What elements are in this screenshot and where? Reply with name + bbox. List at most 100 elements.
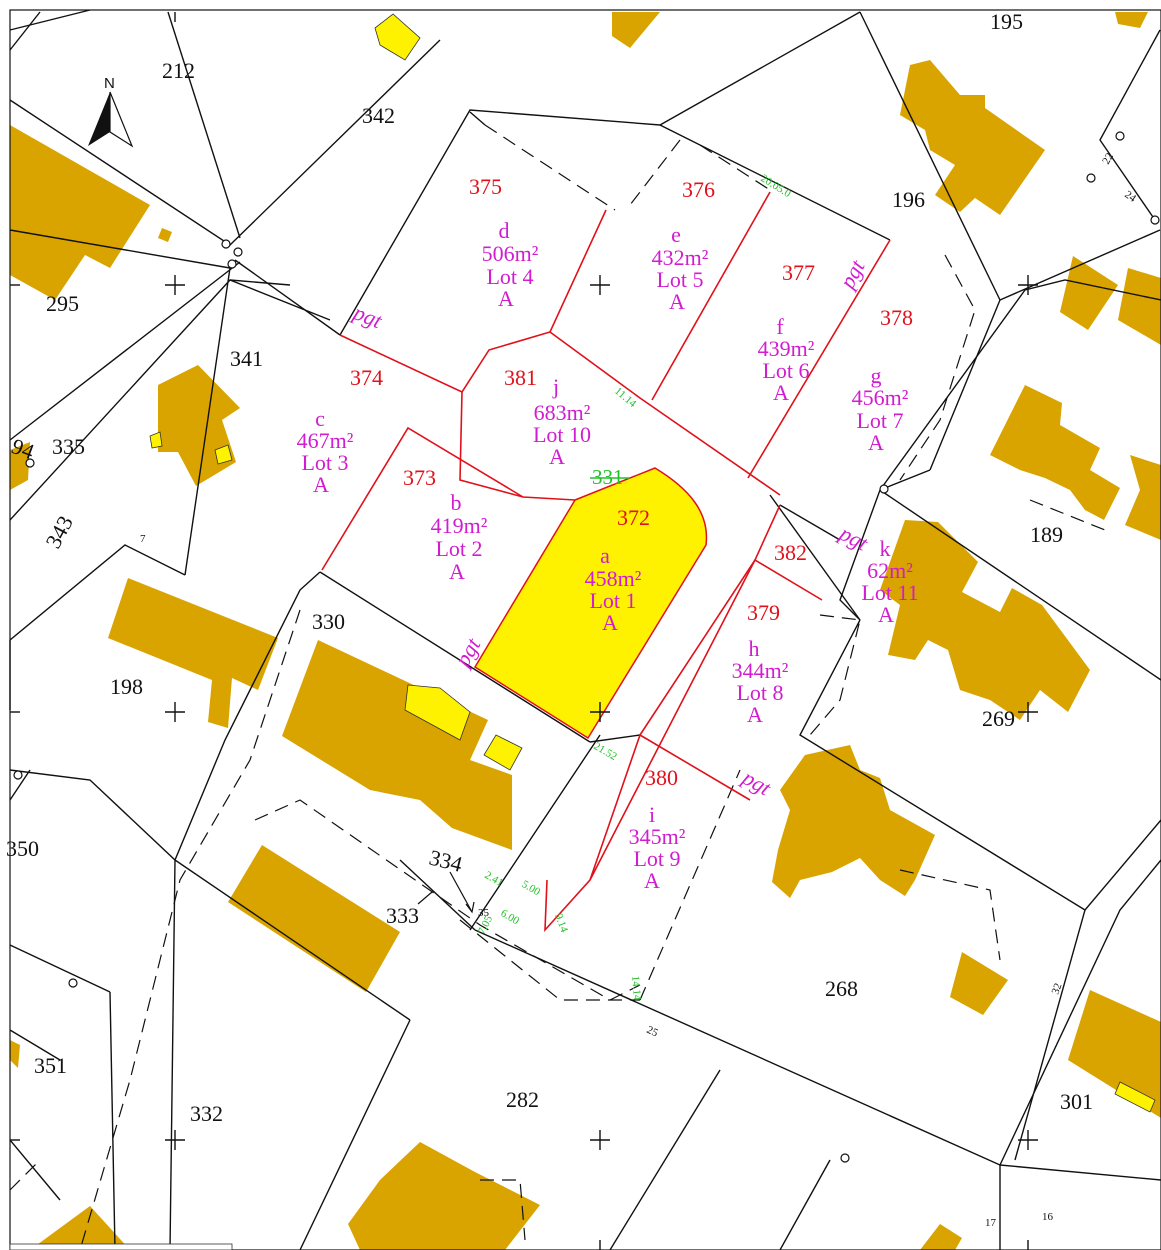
building [920, 1224, 962, 1250]
parcel-number: 334 [427, 845, 465, 877]
cross-marker-icon [165, 702, 185, 722]
lot-letter: k [880, 536, 891, 561]
yellow-patch [483, 734, 523, 771]
lot-zone: A [747, 702, 763, 727]
parcel-number: 295 [46, 291, 79, 316]
parcel-number: 351 [34, 1053, 67, 1078]
building [228, 845, 400, 992]
building [772, 745, 935, 898]
lot-name: Lot 8 [736, 680, 783, 705]
street-numbers: 7 22 24 25 32 16 17 35 [140, 151, 1139, 1229]
building [1060, 256, 1118, 330]
lot-letter: h [749, 636, 760, 661]
lot-zone: A [644, 868, 660, 893]
street-number: 24 [1122, 189, 1138, 205]
lot-name: Lot 4 [486, 264, 533, 289]
dimension-label: 11.14 [612, 385, 639, 410]
building [158, 228, 172, 242]
lot-area: 345m² [629, 824, 686, 849]
building [30, 1206, 130, 1250]
lot-zone: A [602, 610, 618, 635]
lot-label-k: k 62m² Lot 11 A [861, 536, 918, 627]
pgt-label: pgt [348, 299, 386, 334]
lot-number: 376 [682, 177, 715, 202]
selected-lot-a [473, 467, 708, 740]
survey-points [13, 131, 1160, 1163]
survey-point-icon [221, 239, 231, 249]
cross-marker-icon [590, 1130, 610, 1150]
parcel-number: 342 [362, 103, 395, 128]
lot-letter: g [871, 363, 882, 388]
lot-number: 381 [504, 365, 537, 390]
lot-number: 373 [403, 465, 436, 490]
lot-letter: i [649, 802, 655, 827]
yellow-patch [149, 431, 163, 449]
lot-label-h: h 344m² Lot 8 A [732, 636, 789, 727]
lot-area: 683m² [534, 400, 591, 425]
parcel-number: 268 [825, 976, 858, 1001]
survey-point-icon [233, 247, 243, 257]
dimension-label: 21.52 [592, 740, 619, 763]
lot-name: Lot 9 [633, 846, 680, 871]
lot-zone: A [549, 444, 565, 469]
survey-point-icon [25, 458, 35, 468]
cross-marker-icon [1018, 275, 1038, 295]
parcel-number: 301 [1060, 1089, 1093, 1114]
building [1125, 455, 1161, 540]
street-number: 16 [1042, 1211, 1054, 1223]
lot-zone: A [669, 289, 685, 314]
highlighted-areas [149, 13, 1156, 1113]
lot-label-a: a 458m² Lot 1 A [585, 543, 642, 635]
lot-number: 377 [782, 260, 815, 285]
building [1115, 12, 1148, 28]
lot-name: Lot 10 [533, 422, 591, 447]
cross-marker-icon [1018, 702, 1038, 722]
survey-point-icon [13, 770, 23, 780]
lot-labels: a 458m² Lot 1 A b 419m² Lot 2 A c 467m² … [297, 218, 919, 893]
lot-numbers: 375 376 377 378 374 381 373 372 382 379 … [350, 174, 913, 790]
lot-zone: A [773, 380, 789, 405]
parcel-boundaries [9, 9, 1161, 1250]
lot-number: 380 [645, 765, 678, 790]
lot-name: Lot 7 [856, 408, 903, 433]
parcel-number: 341 [230, 346, 263, 371]
building [108, 578, 278, 728]
yellow-patch [214, 444, 233, 465]
yellow-patch [374, 13, 421, 61]
parcel-number: 198 [110, 674, 143, 699]
yellow-patch [404, 684, 471, 741]
building [950, 952, 1008, 1015]
lot-area: 419m² [431, 513, 488, 538]
leader-arrows [417, 871, 475, 914]
lot-number: 382 [774, 540, 807, 565]
survey-point-icon [840, 1153, 850, 1163]
lot-name: Lot 2 [435, 536, 482, 561]
parcel-number: 269 [982, 706, 1015, 731]
lot-letter: a [600, 543, 610, 568]
building [900, 60, 1045, 215]
parcel-number: 282 [506, 1087, 539, 1112]
lot-letter: b [451, 490, 462, 515]
street-number: 32 [1050, 982, 1065, 996]
dimension-label: 2.41 [483, 869, 506, 889]
building [990, 385, 1120, 520]
buildings [10, 12, 1161, 1250]
lot-name: Lot 1 [589, 588, 636, 613]
old-parcel-number: 331 [592, 465, 624, 489]
survey-point-icon [1086, 173, 1096, 183]
lot-letter: c [315, 406, 325, 431]
cross-marker-icon [165, 275, 185, 295]
lot-boundaries [321, 191, 891, 933]
parcel-number: 212 [162, 58, 195, 83]
lot-label-b: b 419m² Lot 2 A [431, 490, 488, 584]
building [1068, 990, 1161, 1118]
parcel-number: 332 [190, 1101, 223, 1126]
lot-number: 372 [617, 505, 650, 530]
lot-label-j: j 683m² Lot 10 A [533, 374, 591, 469]
lot-area: 456m² [852, 385, 909, 410]
dimension-label: 6.00 [499, 907, 522, 927]
lot-label-c: c 467m² Lot 3 A [297, 406, 354, 497]
lot-area: 62m² [867, 558, 913, 583]
street-number: 35 [478, 907, 490, 919]
building [880, 520, 1090, 720]
